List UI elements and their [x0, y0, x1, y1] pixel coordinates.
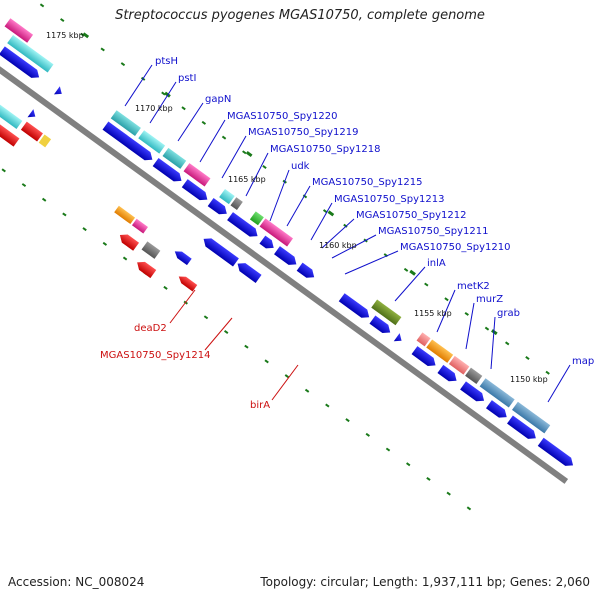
gene-block-ptsH[interactable] — [110, 110, 141, 136]
gene-label-spy1219[interactable]: MGAS10750_Spy1219 — [248, 127, 358, 138]
gene-label-inlA[interactable]: inlA — [427, 258, 446, 269]
gene-block-udk[interactable] — [249, 211, 264, 226]
forward-cds-arrow[interactable] — [537, 437, 576, 470]
gene-label-spy1215[interactable]: MGAS10750_Spy1215 — [312, 177, 422, 188]
forward-cds-arrow[interactable] — [460, 381, 487, 404]
gene-block-spy1214[interactable] — [141, 241, 161, 259]
scale-labels: 1175 kbp 1170 kbp 1165 kbp 1160 kbp 1155… — [46, 31, 548, 384]
gene-block-map[interactable] — [479, 378, 515, 408]
forward-cds-arrow[interactable] — [152, 158, 185, 185]
gene-label-udk[interactable]: udk — [291, 161, 310, 172]
gene-block-yellow-rev[interactable] — [38, 134, 52, 148]
forward-cds-arrow[interactable] — [53, 86, 65, 98]
gene-block-red-rev4[interactable] — [134, 258, 157, 279]
gene-block-cyan[interactable] — [7, 34, 54, 73]
gene-block-murZ[interactable] — [426, 339, 454, 363]
gene-block-spy1218[interactable] — [230, 197, 243, 211]
accession-text: Accession: NC_008024 — [8, 575, 145, 589]
forward-cds-arrow[interactable] — [411, 346, 439, 369]
forward-cds-arrow[interactable] — [102, 121, 156, 164]
gene-block-blue-rev[interactable] — [172, 248, 192, 266]
genome-summary-text: Topology: circular; Length: 1,937,111 bp… — [260, 575, 590, 589]
gene-block-spy1220[interactable] — [183, 163, 211, 187]
tick-label-1160: 1160 kbp — [319, 241, 357, 250]
forward-cds-arrow[interactable] — [0, 46, 42, 81]
forward-cds-arrow[interactable] — [485, 400, 510, 421]
gene-block-spy1219[interactable] — [219, 188, 235, 205]
reverse-cds-arrow[interactable] — [27, 109, 39, 121]
genome-title: Streptococcus pyogenes MGAS10750, comple… — [115, 8, 485, 23]
tick-label-1165: 1165 kbp — [228, 175, 266, 184]
gene-label-spy1210[interactable]: MGAS10750_Spy1210 — [400, 242, 510, 253]
forward-cds-arrow[interactable] — [207, 197, 230, 218]
reverse-gene-labels: deaD2 MGAS10750_Spy1214 birA — [100, 323, 270, 411]
gene-block-red-rev2[interactable] — [0, 113, 20, 147]
gene-block-grab[interactable] — [448, 355, 470, 375]
gene-block-spy1215[interactable] — [259, 218, 293, 247]
gene-label-spy1218[interactable]: MGAS10750_Spy1218 — [270, 144, 380, 155]
gene-block-deaD2b[interactable] — [131, 218, 149, 234]
forward-cds-arrow[interactable] — [393, 333, 405, 345]
gene-label-deaD2[interactable]: deaD2 — [134, 323, 167, 334]
tick-label-1170: 1170 kbp — [135, 104, 173, 113]
gene-label-murZ[interactable]: murZ — [476, 294, 503, 305]
gene-label-ptsH[interactable]: ptsH — [155, 56, 178, 67]
gene-label-spy1211[interactable]: MGAS10750_Spy1211 — [378, 226, 488, 237]
gene-block-red-rev[interactable] — [20, 121, 43, 142]
tick-label-1175: 1175 kbp — [46, 31, 84, 40]
reverse-cds-arrow[interactable] — [235, 260, 262, 283]
gene-label-map[interactable]: map — [572, 356, 594, 367]
reverse-cds-arrow[interactable] — [201, 235, 239, 267]
gene-block-metK2[interactable] — [371, 299, 402, 326]
gene-block-gapN[interactable] — [162, 147, 187, 169]
reverse-gene-track — [0, 99, 198, 292]
forward-cds-arrow[interactable] — [259, 235, 276, 252]
gene-block-pstI[interactable] — [138, 130, 166, 154]
forward-gene-labels: ptsH pstI gapN MGAS10750_Spy1220 MGAS107… — [155, 56, 594, 367]
gene-label-spy1214[interactable]: MGAS10750_Spy1214 — [100, 350, 210, 361]
gene-block-magenta-edge[interactable] — [4, 18, 34, 43]
forward-cds-arrow[interactable] — [296, 262, 317, 282]
forward-scale-ticks — [39, 3, 550, 375]
tick-label-1155: 1155 kbp — [414, 309, 452, 318]
forward-cds-arrow[interactable] — [181, 179, 211, 204]
gene-label-spy1220[interactable]: MGAS10750_Spy1220 — [227, 111, 337, 122]
forward-cds-arrow[interactable] — [507, 415, 539, 442]
forward-cds-arrow[interactable] — [338, 293, 372, 321]
gene-label-metK2[interactable]: metK2 — [457, 281, 490, 292]
reverse-cds-track — [27, 109, 262, 283]
gene-block-gray[interactable] — [465, 367, 483, 385]
gene-label-pstI[interactable]: pstI — [178, 73, 196, 84]
forward-gene-track — [7, 34, 551, 434]
gene-block-birA[interactable] — [176, 273, 198, 292]
gene-label-birA[interactable]: birA — [250, 400, 270, 411]
gene-block-steel[interactable] — [512, 401, 551, 434]
reverse-leader-lines — [169, 289, 299, 401]
gene-block-pink[interactable] — [416, 332, 431, 347]
gene-block-deaD2[interactable] — [114, 205, 136, 225]
tick-label-1150: 1150 kbp — [510, 375, 548, 384]
gene-block-red-rev3[interactable] — [117, 231, 140, 251]
gene-label-gapN[interactable]: gapN — [205, 94, 231, 105]
forward-leader-lines — [124, 64, 571, 403]
forward-cds-arrow[interactable] — [274, 246, 299, 268]
gene-label-spy1212[interactable]: MGAS10750_Spy1212 — [356, 210, 466, 221]
gene-label-spy1213[interactable]: MGAS10750_Spy1213 — [334, 194, 444, 205]
gene-block-cyan-rev[interactable] — [0, 99, 23, 129]
gene-label-grab[interactable]: grab — [497, 308, 520, 319]
genome-backbone — [0, 55, 569, 484]
forward-cds-arrow[interactable] — [227, 212, 260, 240]
forward-cds-track — [0, 46, 576, 470]
forward-cds-arrow[interactable] — [437, 364, 459, 385]
forward-cds-arrow[interactable] — [369, 315, 393, 337]
